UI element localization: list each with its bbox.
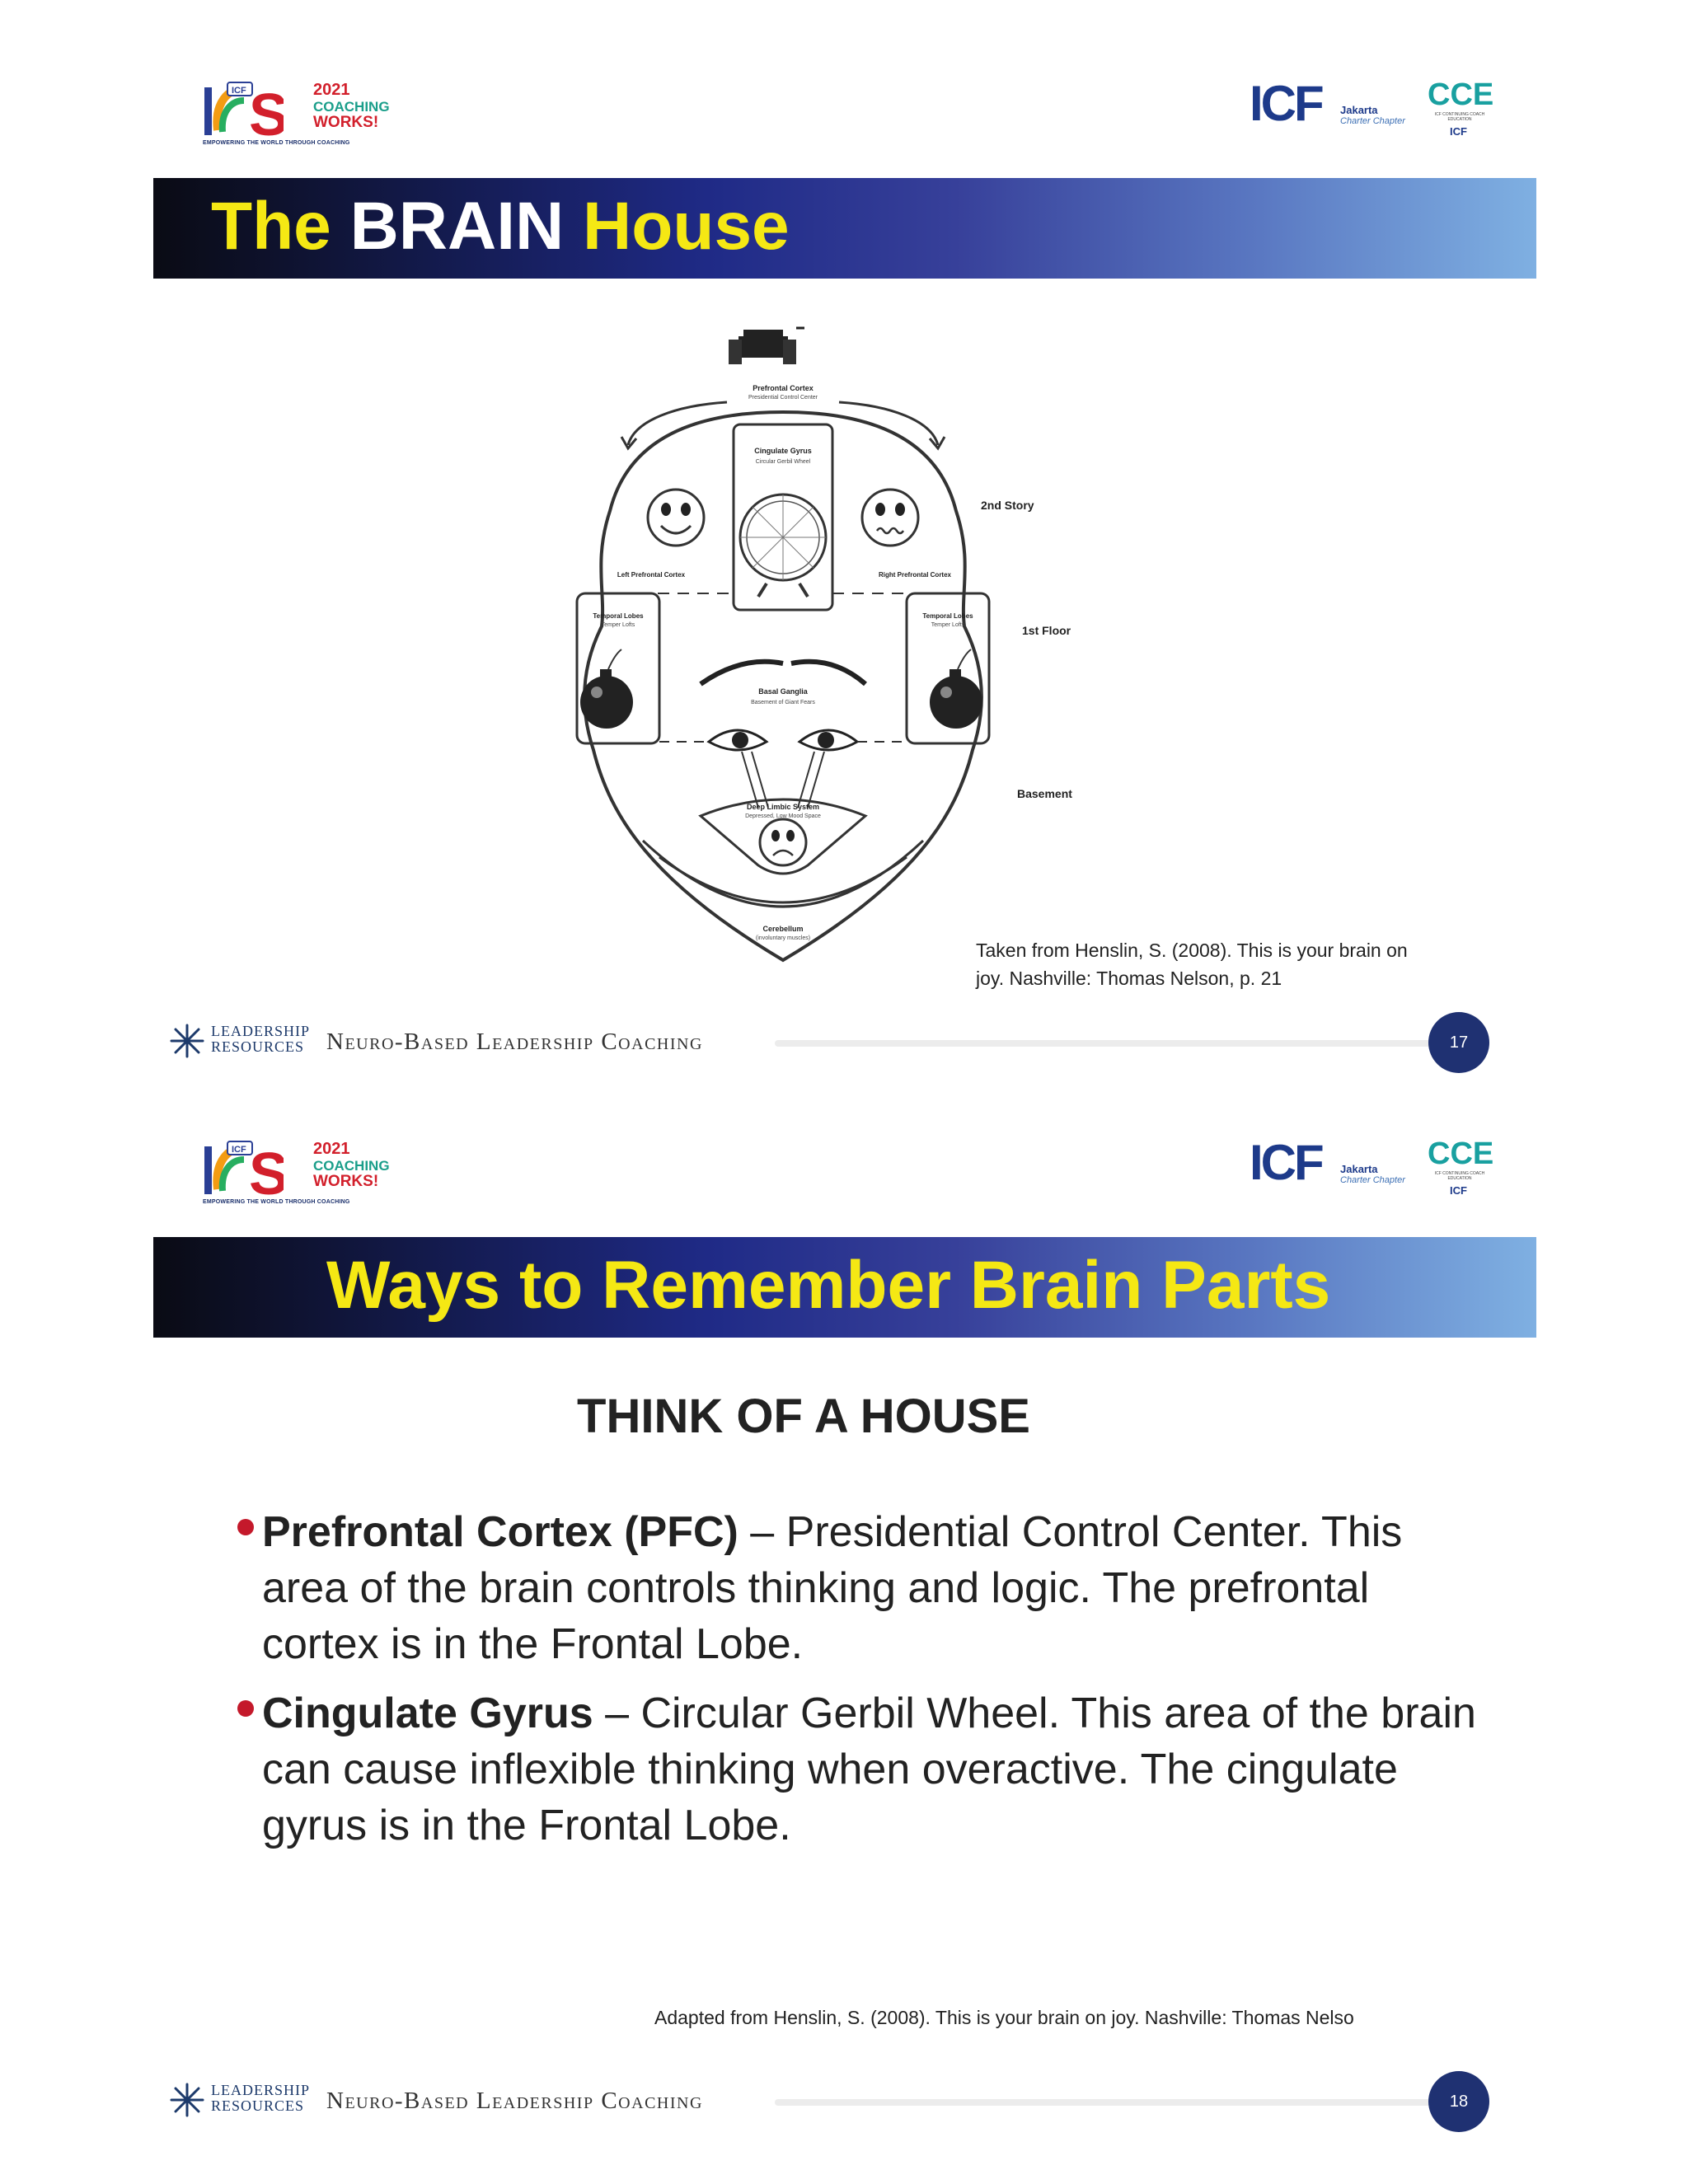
- svg-text:ICF: ICF: [232, 1145, 246, 1155]
- icf-mark: ICF: [1250, 1135, 1325, 1190]
- title-bar: Ways to Remember Brain Parts: [153, 1237, 1536, 1338]
- svg-text:Cingulate Gyrus: Cingulate Gyrus: [754, 447, 812, 455]
- bullet-list: Prefrontal Cortex (PFC) – Presidential C…: [237, 1504, 1482, 1867]
- svg-text:Basement of Giant Fears: Basement of Giant Fears: [751, 700, 815, 705]
- bullet-term: Cingulate Gyrus: [262, 1690, 593, 1737]
- svg-text:Temper Lofts: Temper Lofts: [602, 622, 635, 628]
- ics-line3: WORKS!: [313, 1173, 379, 1190]
- bullet-term: Prefrontal Cortex (PFC): [262, 1508, 738, 1556]
- svg-text:Cerebellum: Cerebellum: [762, 925, 803, 933]
- svg-text:Deep Limbic System: Deep Limbic System: [747, 803, 819, 811]
- ics-2021-logo: ICF S 2021 COACHING WORKS! EMPOWERING TH…: [203, 1138, 392, 1206]
- eyes-icon: [706, 729, 860, 808]
- ics-line2: COACHING: [313, 1158, 390, 1174]
- ics-year: 2021: [313, 1140, 350, 1158]
- ics-logo-icon: ICF S: [204, 82, 284, 138]
- bullet-item: Cingulate Gyrus – Circular Gerbil Wheel.…: [237, 1685, 1482, 1854]
- happy-face-icon: [646, 488, 706, 547]
- brain-house-diagram: Prefrontal Cortex Presidential Control C…: [575, 326, 1072, 963]
- desk-icon: [729, 326, 804, 364]
- subheading: THINK OF A HOUSE: [577, 1390, 1030, 1443]
- slide-17: ICF S 2021 COACHING WORKS! EMPOWERING TH…: [0, 79, 1688, 1086]
- sad-face-icon: [758, 818, 808, 867]
- svg-text:Temporal Lobes: Temporal Lobes: [922, 612, 973, 620]
- title-bar: The BRAIN House: [153, 178, 1536, 279]
- cce-sub: ICF CONTINUING COACH EDUCATION: [1434, 112, 1485, 122]
- footer-divider: [775, 2099, 1434, 2106]
- svg-text:Temporal Lobes: Temporal Lobes: [593, 612, 644, 620]
- svg-text:Left Prefrontal Cortex: Left Prefrontal Cortex: [617, 571, 686, 579]
- ics-year: 2021: [313, 81, 350, 99]
- worried-face-icon: [860, 488, 920, 547]
- icf-city: Jakarta: [1340, 1163, 1378, 1175]
- svg-text:Basement: Basement: [1017, 787, 1072, 800]
- ics-2021-logo: ICF S 2021 COACHING WORKS! EMPOWERING TH…: [203, 79, 392, 147]
- ics-line2: COACHING: [313, 99, 390, 115]
- slide-title: The BRAIN House: [211, 189, 790, 264]
- bullet-item: Prefrontal Cortex (PFC) – Presidential C…: [237, 1504, 1482, 1672]
- icf-jakarta-cce-logo: ICF Jakarta Charter Chapter CCE ICF CONT…: [1250, 1138, 1497, 1204]
- source-credit: Taken from Henslin, S. (2008). This is y…: [976, 940, 1408, 989]
- cce-mark: CCE: [1428, 77, 1494, 112]
- slide-18: ICF S 2021 COACHING WORKS! EMPOWERING TH…: [0, 1059, 1688, 2151]
- svg-text:Right Prefrontal Cortex: Right Prefrontal Cortex: [879, 571, 952, 579]
- svg-text:Temper Lofts: Temper Lofts: [931, 622, 965, 628]
- cce-sub: ICF CONTINUING COACH EDUCATION: [1434, 1171, 1485, 1181]
- source-credit: Adapted from Henslin, S. (2008). This is…: [654, 2007, 1354, 2028]
- bullet-text: – Presidential Control Center. This area…: [262, 1508, 1403, 1668]
- svg-text:Circular Gerbil Wheel: Circular Gerbil Wheel: [756, 459, 811, 465]
- cce-mark: CCE: [1428, 1137, 1494, 1171]
- page-number: 17: [1428, 1012, 1489, 1073]
- svg-text:Prefrontal Cortex: Prefrontal Cortex: [753, 384, 814, 392]
- svg-text:Presidential Control Center: Presidential Control Center: [748, 395, 818, 401]
- svg-text:S: S: [249, 82, 284, 138]
- snowflake-icon: [170, 1024, 204, 1058]
- svg-text:ICF: ICF: [232, 86, 246, 96]
- page-number: 18: [1428, 2071, 1489, 2132]
- svg-text:Depressed, Low Mood Space: Depressed, Low Mood Space: [745, 813, 821, 819]
- icf-chapter: Charter Chapter: [1340, 1175, 1405, 1185]
- bomb-icon: [930, 649, 982, 729]
- svg-text:2nd Story: 2nd Story: [981, 499, 1034, 512]
- icf-city: Jakarta: [1340, 104, 1378, 116]
- gerbil-wheel-icon: [738, 493, 828, 598]
- svg-text:(involuntary muscles): (involuntary muscles): [756, 935, 810, 941]
- cce-icf: ICF: [1450, 125, 1467, 138]
- svg-text:1st Floor: 1st Floor: [1022, 624, 1071, 637]
- ics-line3: WORKS!: [313, 114, 379, 131]
- cce-icf: ICF: [1450, 1184, 1467, 1197]
- svg-text:S: S: [249, 1141, 284, 1197]
- ics-tagline: EMPOWERING THE WORLD THROUGH COACHING: [203, 1199, 350, 1205]
- icf-mark: ICF: [1250, 76, 1325, 131]
- footer-title: Neuro-Based Leadership Coaching: [326, 1029, 703, 1055]
- bomb-icon: [580, 649, 633, 729]
- bullet-dot-icon: [237, 1519, 254, 1535]
- footer-title: Neuro-Based Leadership Coaching: [326, 2088, 703, 2114]
- ics-tagline: EMPOWERING THE WORLD THROUGH COACHING: [203, 140, 350, 146]
- icf-chapter: Charter Chapter: [1340, 116, 1405, 126]
- bullet-text: – Circular Gerbil Wheel. This area of th…: [262, 1690, 1476, 1849]
- ics-logo-icon: ICF S: [204, 1141, 284, 1197]
- footer-divider: [775, 1040, 1434, 1047]
- slide-title: Ways to Remember Brain Parts: [326, 1248, 1331, 1323]
- bullet-dot-icon: [237, 1700, 254, 1717]
- icf-jakarta-cce-logo: ICF Jakarta Charter Chapter CCE ICF CONT…: [1250, 79, 1497, 145]
- svg-text:Basal Ganglia: Basal Ganglia: [758, 687, 809, 696]
- snowflake-icon: [170, 2083, 204, 2117]
